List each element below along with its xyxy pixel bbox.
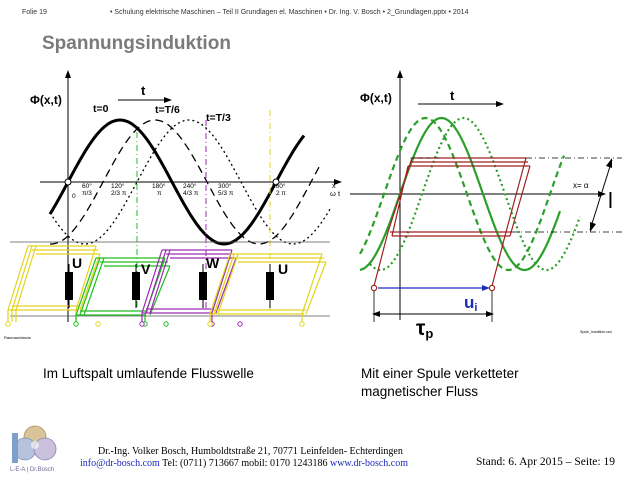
svg-text:5/3 π: 5/3 π [218, 190, 234, 197]
phase-label-u2: U [278, 261, 288, 277]
flux-wave-solid [359, 116, 562, 272]
svg-text:2/3 π: 2/3 π [111, 190, 127, 197]
curve-label-t0: t=0 [93, 103, 109, 115]
phase-label-w: W [206, 255, 220, 271]
caption-left: Im Luftspalt umlaufende Flusswelle [43, 366, 254, 381]
x-alpha-label: x= α [573, 181, 589, 190]
svg-text:0: 0 [72, 193, 76, 200]
svg-text:360°: 360° [272, 182, 286, 190]
x-tick-0: 0 [72, 193, 76, 200]
slide-title: Spannungsinduktion [42, 33, 231, 54]
x-tick-180: 180° π [152, 182, 166, 197]
x-tick-60: 60° π/3 [82, 182, 92, 197]
voltage-label: ui [464, 293, 477, 314]
coil [373, 157, 531, 287]
curve-label-t6: t=T/6 [155, 104, 180, 116]
footer-phone: Tel: (0711) 713667 mobil: 0170 1243186 [159, 458, 330, 469]
x-tick-300: 300° 5/3 π [218, 182, 234, 197]
flux-wave-dashed [359, 116, 566, 272]
y-axis-label: Φ(x,t) [30, 93, 62, 107]
flux-wave-t3 [49, 119, 331, 245]
x-tick-120: 120° 2/3 π [111, 182, 127, 197]
x-tick-360: 360° 2 π [272, 182, 286, 197]
stator-winding-diagram: U V W U Rauman/winda [4, 241, 330, 340]
t-arrow-label: t [450, 88, 455, 103]
flux-wave-dotted [369, 116, 582, 272]
flux-wave-figure: Φ(x,t) t t=0 t=T/6 t=T/3 x ω t 0 60° π/3… [4, 70, 342, 340]
svg-text:2 π: 2 π [276, 190, 286, 197]
svg-text:240°: 240° [183, 182, 197, 190]
phase-label-v: V [141, 261, 151, 277]
x-axis-end-label-2: ω t [330, 189, 341, 198]
svg-text:300°: 300° [218, 182, 232, 190]
svg-text:4/3 π: 4/3 π [183, 190, 199, 197]
footer-contact: info@dr-bosch.com Tel: (0711) 713667 mob… [80, 458, 408, 469]
footer-email-link[interactable]: info@dr-bosch.com [80, 458, 160, 469]
y-axis-label: Φ(x,t) [360, 91, 392, 105]
footer-web-link[interactable]: www.dr-bosch.com [329, 458, 408, 469]
winding-small-label: Rauman/winda [4, 335, 31, 340]
length-label: l [608, 188, 613, 213]
t-arrow-label: t [141, 83, 146, 98]
footer-address: Dr.-Ing. Volker Bosch, Humboldtstraße 21… [98, 446, 403, 457]
lea-logo: L-E-A | Dr.Bosch [10, 425, 57, 473]
svg-text:60°: 60° [82, 182, 92, 190]
svg-text:π: π [157, 190, 162, 197]
pitch-label: τp [416, 317, 433, 341]
x-tick-240: 240° 4/3 π [183, 182, 199, 197]
flux-wave-t6 [50, 119, 321, 245]
svg-text:120°: 120° [111, 182, 125, 190]
svg-text:180°: 180° [152, 182, 166, 190]
coil-flux-figure: Φ(x,t) t x= α l ui τp Spule_Induktion.vs… [350, 70, 622, 341]
svg-text:π/3: π/3 [82, 190, 92, 197]
footer-stand-page: Stand: 6. Apr 2015 – Seite: 19 [476, 456, 615, 468]
caption-right: Mit einer Spule verketteter magnetischer… [361, 366, 519, 399]
slide-number: Folie 19 [22, 9, 47, 16]
phase-label-u1: U [72, 255, 82, 271]
flux-wave-t0 [48, 118, 306, 246]
logo-text: L-E-A | Dr.Bosch [10, 467, 54, 473]
slide-header: • Schulung elektrische Maschinen – Teil … [110, 9, 469, 16]
figure-small-label: Spule_Induktion.vsd [580, 330, 612, 334]
x-axis-end-label: x [332, 181, 336, 190]
curve-label-t3: t=T/3 [206, 112, 231, 124]
